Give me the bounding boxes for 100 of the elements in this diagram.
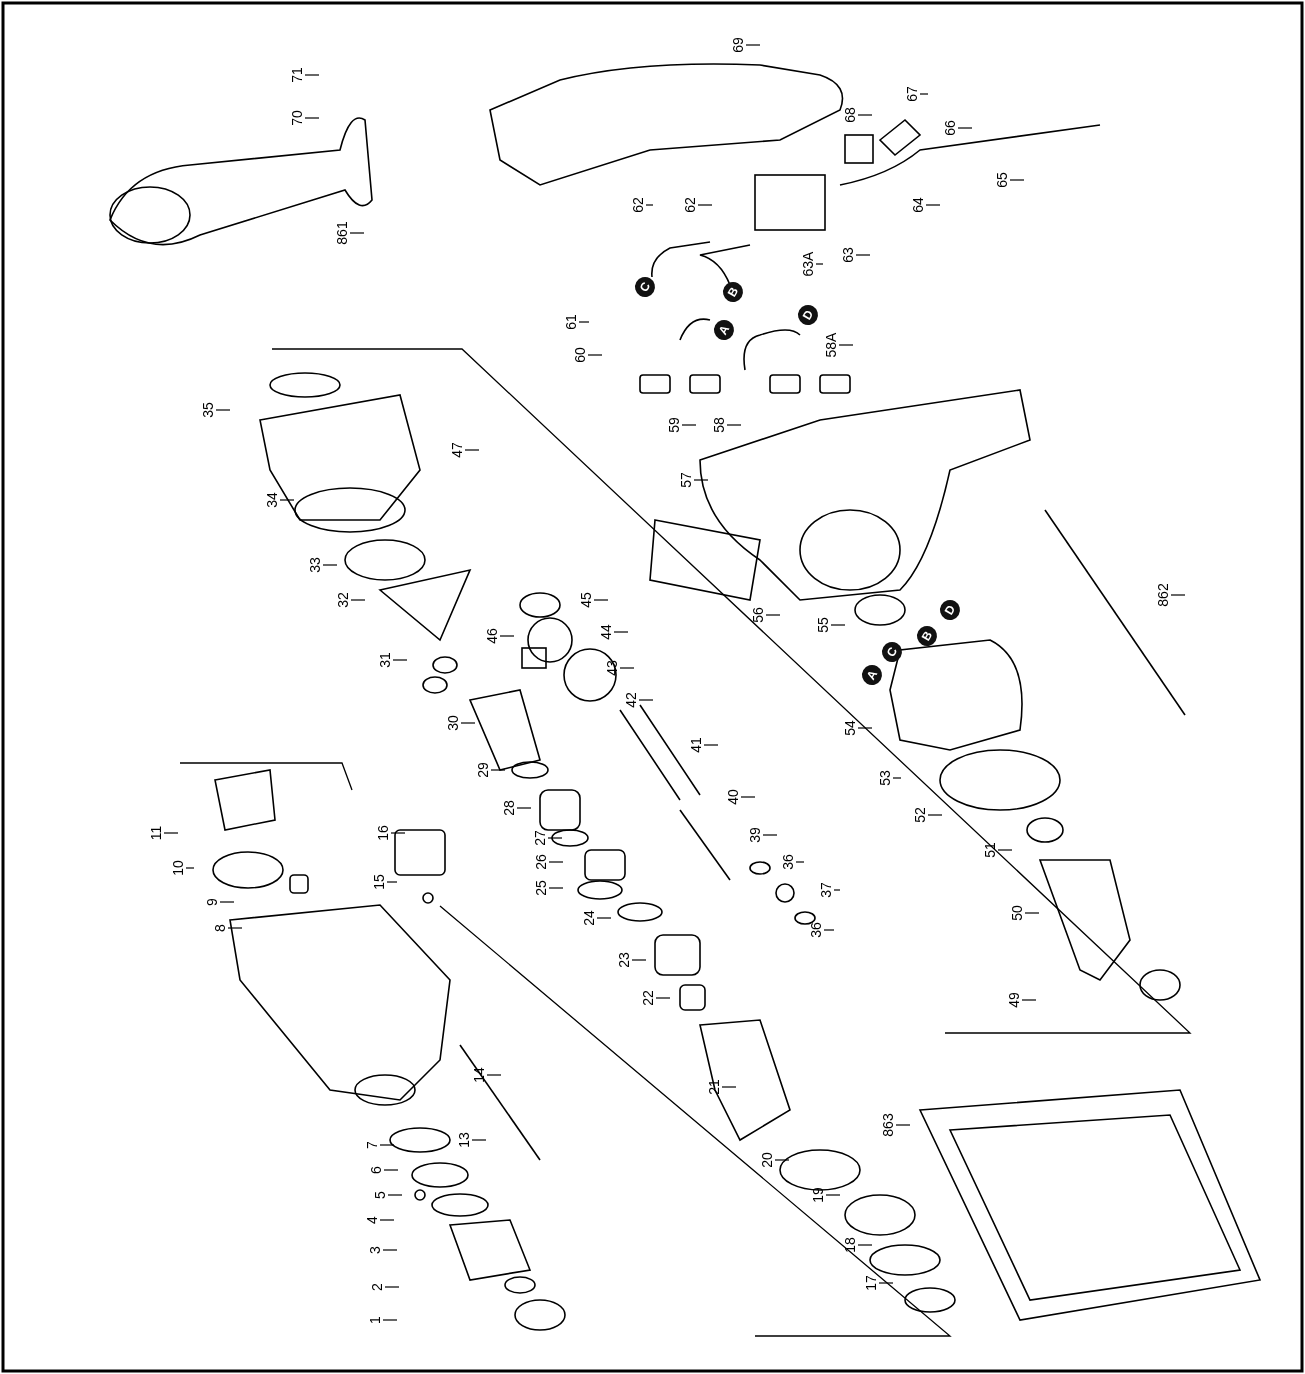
callout-number: 59 [667,417,681,433]
leader-line [486,1074,502,1076]
callout-number: 24 [582,910,596,926]
leader-line [279,499,295,501]
callout-number: 32 [336,592,350,608]
leader-line [823,929,835,931]
leader-line [638,699,654,701]
leader-line [163,832,179,834]
leader-line [857,1244,873,1246]
leader-line [681,424,697,426]
callout-number: 21 [707,1079,721,1095]
callout-number: 29 [476,762,490,778]
callout-number: 65 [995,172,1009,188]
leader-line [857,114,873,116]
callout-number: 22 [641,990,655,1006]
callout-number: 45 [579,592,593,608]
leader-line [645,204,654,206]
leader-line [587,354,603,356]
leader-line [693,479,709,481]
callout-number: 55 [816,617,830,633]
callout-number: 37 [819,882,833,898]
leader-line [619,667,635,669]
callout-number: 35 [201,402,215,418]
leader-line [382,1319,398,1321]
callout-number: 34 [265,492,279,508]
callout-number: 40 [726,789,740,805]
leader-line [379,1219,395,1221]
leader-line [390,832,406,834]
leader-line [957,127,973,129]
leader-line [516,807,532,809]
leader-line [384,1286,400,1288]
callout-number: 50 [1010,905,1024,921]
callout-number: 51 [983,842,997,858]
leader-line [703,744,719,746]
leader-line [774,1159,790,1161]
leader-line [578,321,590,323]
callout-number: 26 [534,854,548,870]
leader-line [925,204,941,206]
callout-number: 19 [811,1187,825,1203]
callout-number: 61 [564,314,578,330]
callout-number: 30 [446,715,460,731]
callout-number: 42 [624,692,638,708]
callout-number: 41 [689,737,703,753]
callout-number: 8 [213,924,227,932]
leader-line [548,887,564,889]
callout-number: 25 [534,880,548,896]
leader-line [392,659,408,661]
callout-number: 60 [573,347,587,363]
leader-line [350,599,366,601]
leader-line [219,901,235,903]
callout-number: 49 [1007,992,1021,1008]
leader-line [927,814,943,816]
callout-number: 46 [485,628,499,644]
leader-line [895,1124,911,1126]
callout-number: 44 [599,624,613,640]
callout-number: 10 [171,860,185,876]
callout-number: 63 [841,247,855,263]
leader-line [185,867,195,869]
leader-line [1021,999,1037,1001]
callout-number: 13 [457,1132,471,1148]
callout-number: 62 [631,197,645,213]
callout-number: 36 [781,854,795,870]
leader-line [721,1086,737,1088]
leader-line [322,564,338,566]
callout-number: 54 [843,720,857,736]
leader-line [762,834,778,836]
leader-line [548,861,564,863]
leader-line [215,409,231,411]
leader-line [382,1249,398,1251]
callout-number: 27 [533,830,547,846]
callout-number: 58 [712,417,726,433]
callout-number: 18 [843,1237,857,1253]
callout-number: 52 [913,807,927,823]
callout-number: 9 [205,898,219,906]
leader-line [490,769,506,771]
callout-number: 68 [843,107,857,123]
callout-number: 67 [905,86,919,102]
callout-number: 20 [760,1152,774,1168]
leader-line [765,614,781,616]
leader-line [304,117,320,119]
callout-number: 2 [370,1283,384,1291]
leader-line [726,424,742,426]
leader-line [745,44,761,46]
callout-number: 6 [369,1166,383,1174]
callout-number: 862 [1156,583,1170,607]
callout-number: 861 [335,221,349,245]
callout-number: 17 [864,1275,878,1291]
callout-number: 71 [290,67,304,83]
leader-line [387,1194,403,1196]
callout-number: 64 [911,197,925,213]
leader-line [631,959,647,961]
callout-number: 47 [450,442,464,458]
callout-number: 57 [679,472,693,488]
leader-line [379,1144,395,1146]
leader-line [833,889,841,891]
callout-number: 15 [372,874,386,890]
leader-line [740,796,756,798]
callout-number: 863 [881,1113,895,1137]
leader-line [997,849,1013,851]
callout-number: 70 [290,110,304,126]
